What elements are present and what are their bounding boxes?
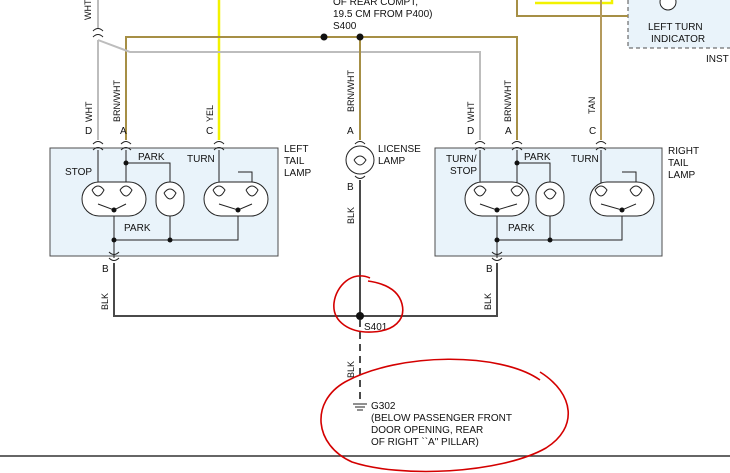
ground-symbol <box>353 403 367 411</box>
left-connector-a <box>120 141 132 151</box>
splice-s400-label: S400 <box>333 21 357 32</box>
license-lamp-filament <box>353 155 367 166</box>
license-pin-a: A <box>347 126 354 137</box>
right-label-turn-stop-line2: STOP <box>450 166 477 177</box>
right-tail-lamp-title-line1: RIGHT <box>668 146 699 157</box>
ground-wire-label: BLK <box>346 361 356 378</box>
right-dot-2 <box>494 207 500 213</box>
annotation-circle-s401 <box>333 275 404 333</box>
left-internal-wiring <box>97 150 239 258</box>
right-ground-wire <box>360 263 498 317</box>
rear-comp-note-line1: OF REAR COMPT, <box>333 0 418 8</box>
right-bulb-filament-3 <box>594 171 643 211</box>
right-wire-label-wht: WHT <box>466 101 476 122</box>
left-dot-5 <box>235 207 241 213</box>
right-connector-d <box>474 141 486 151</box>
right-label-turn-stop-line1: TURN/ <box>446 154 477 165</box>
right-dot-3 <box>494 237 500 243</box>
right-connector-a <box>511 141 523 151</box>
right-wire-label-brnwht: BRN/WHT <box>503 80 513 122</box>
top-yellow-wire <box>535 0 614 5</box>
top-brown-wire-right <box>516 0 628 17</box>
left-label-turn: TURN <box>187 154 215 165</box>
right-dot-5 <box>619 207 625 213</box>
license-ground-wire-label: BLK <box>346 207 356 224</box>
splice-s400-dot-right <box>356 33 364 41</box>
left-label-stop: STOP <box>65 167 92 178</box>
left-dot-3 <box>111 237 117 243</box>
left-ground-wire <box>113 263 360 317</box>
left-pin-c: C <box>206 126 213 137</box>
license-pin-b: B <box>347 182 354 193</box>
left-turn-bulb <box>203 181 269 217</box>
right-tail-lamp-title-line2: TAIL <box>668 158 689 169</box>
right-tail-lamp-title-line3: LAMP <box>668 170 696 181</box>
right-turn-bulb <box>589 181 655 217</box>
left-dot-1 <box>123 160 129 166</box>
right-dot-1 <box>514 160 520 166</box>
g302-desc-line1: (BELOW PASSENGER FRONT <box>371 413 512 424</box>
right-stop-park-bulb <box>464 181 530 217</box>
g302-desc-line3: OF RIGHT ``A" PILLAR) <box>371 436 479 448</box>
right-connector-c <box>595 141 607 151</box>
right-connector-b <box>491 251 503 261</box>
left-tail-lamp-title-line2: TAIL <box>284 156 305 167</box>
right-label-park-top: PARK <box>524 152 551 163</box>
left-connector-d <box>92 141 104 151</box>
left-bulb-filament-3 <box>212 171 259 211</box>
left-turn-indicator-label-line2: INDICATOR <box>651 34 705 45</box>
left-wire-label-yel: YEL <box>205 105 215 122</box>
left-wire-label-brnwht: BRN/WHT <box>112 80 122 122</box>
right-pin-c: C <box>589 126 596 137</box>
left-wire-label-wht: WHT <box>84 101 94 122</box>
right-pin-d: D <box>467 126 474 137</box>
splice-s401-label: S401 <box>364 322 388 333</box>
left-turn-indicator-box <box>627 0 730 49</box>
rear-comp-note-line2: 19.5 CM FROM P400) <box>333 9 432 20</box>
top-left-wire-label: WHT <box>83 0 93 20</box>
g302-label: G302 <box>371 401 396 412</box>
license-lamp-bulb <box>345 145 375 175</box>
left-tail-lamp-title-line1: LEFT <box>284 144 308 155</box>
top-left-connector <box>92 28 104 38</box>
right-label-park-bottom: PARK <box>508 223 535 234</box>
left-turn-indicator-label-line1: LEFT TURN <box>648 22 703 33</box>
left-connector-c <box>213 141 225 151</box>
left-pin-b: B <box>102 264 109 275</box>
right-internal-wiring <box>479 150 623 258</box>
annotation-circle-g302 <box>320 358 570 473</box>
right-ground-wire-label: BLK <box>483 293 493 310</box>
left-ground-wire-label: BLK <box>100 293 110 310</box>
right-pin-b: B <box>486 264 493 275</box>
license-connector-b <box>354 175 366 179</box>
left-pin-d: D <box>85 126 92 137</box>
left-pin-a: A <box>120 126 127 137</box>
splice-s400-dot-left <box>320 33 328 41</box>
wht-bus <box>97 39 481 140</box>
splice-s401-dot <box>356 312 364 320</box>
right-label-turn: TURN <box>571 154 599 165</box>
left-label-park-top: PARK <box>138 152 165 163</box>
right-wire-label-tan: TAN <box>587 97 597 114</box>
left-tail-lamp-title-line3: LAMP <box>284 168 312 179</box>
license-lamp-title-line1: LICENSE <box>378 144 421 155</box>
left-dot-2 <box>111 207 117 213</box>
left-stop-park-bulb <box>81 181 147 217</box>
right-dot-4 <box>547 237 553 243</box>
inst-fragment-label: INST <box>706 54 729 65</box>
right-bulb-filament-2 <box>543 188 557 200</box>
right-pin-a: A <box>505 126 512 137</box>
left-dot-4 <box>167 237 173 243</box>
left-label-park-bottom: PARK <box>124 223 151 234</box>
license-lamp-title-line2: LAMP <box>378 156 406 167</box>
left-bulb-filament-2 <box>163 188 177 200</box>
license-wire-label: BRN/WHT <box>346 70 356 112</box>
left-connector-b <box>108 251 120 261</box>
left-turn-indicator-bulb <box>659 0 677 11</box>
g302-desc-line2: DOOR OPENING, REAR <box>371 425 483 436</box>
